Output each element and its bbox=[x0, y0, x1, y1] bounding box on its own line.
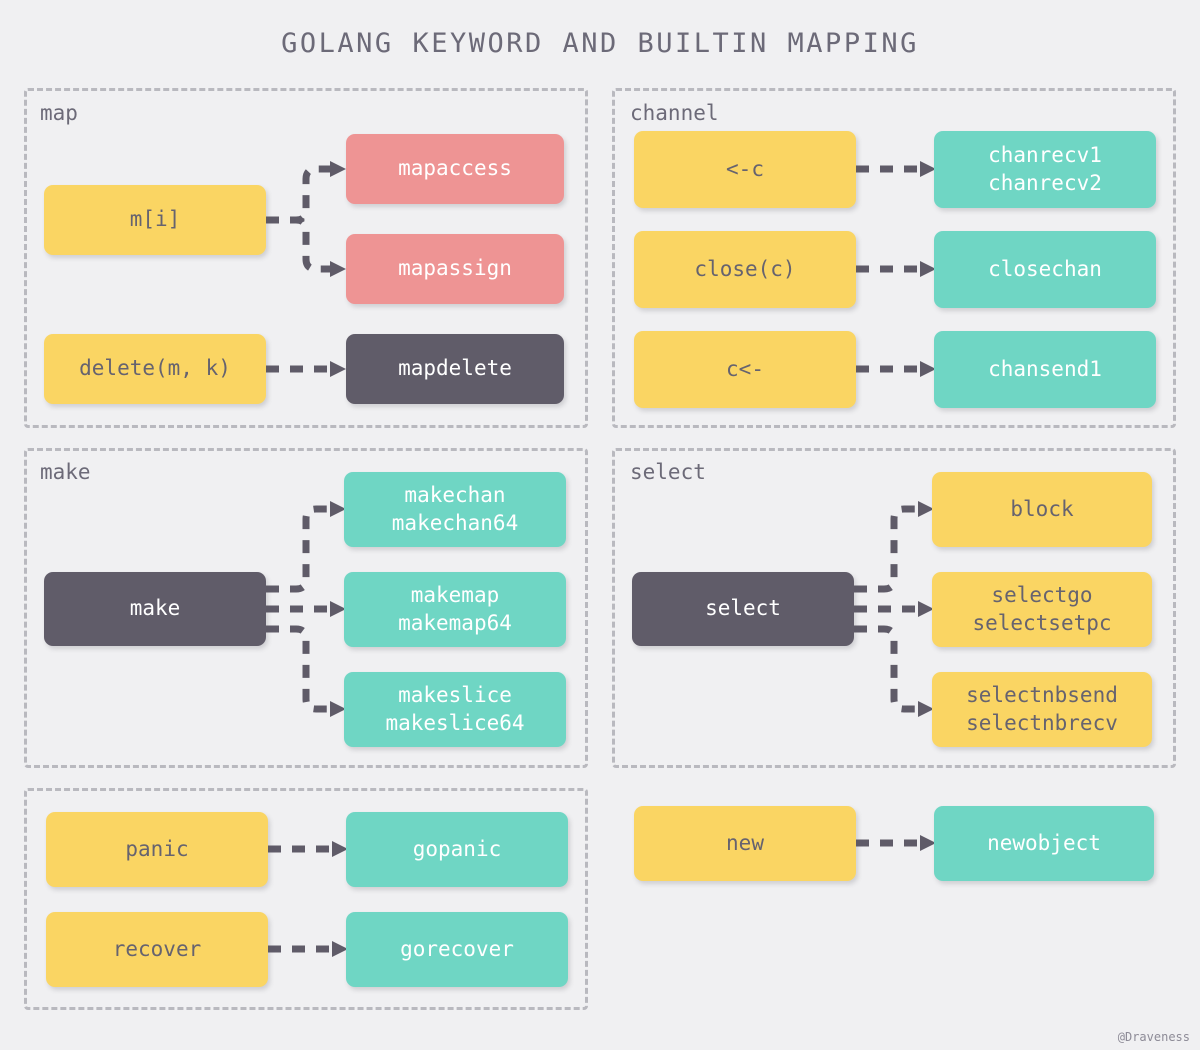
node-m-index[interactable]: m[i] bbox=[44, 185, 266, 255]
node-label: c<- bbox=[726, 356, 764, 381]
node-label-line1: selectgo bbox=[991, 583, 1093, 608]
node-newobject[interactable]: newobject bbox=[934, 806, 1154, 881]
node-label: mapdelete bbox=[398, 356, 512, 381]
group-label-map: map bbox=[40, 101, 78, 125]
node-delete[interactable]: delete(m, k) bbox=[44, 334, 266, 404]
node-label-line1: makechan bbox=[404, 483, 506, 508]
group-select bbox=[612, 448, 1176, 768]
node-label: recover bbox=[112, 936, 202, 961]
node-makechan[interactable]: makechan makechan64 bbox=[344, 472, 566, 547]
node-label: newobject bbox=[987, 830, 1101, 855]
node-selectgo[interactable]: selectgo selectsetpc bbox=[932, 572, 1152, 647]
node-label: m[i] bbox=[129, 207, 181, 232]
node-new[interactable]: new bbox=[634, 806, 856, 881]
node-label: block bbox=[1010, 496, 1074, 521]
node-makemap[interactable]: makemap makemap64 bbox=[344, 572, 566, 647]
node-mapdelete[interactable]: mapdelete bbox=[346, 334, 564, 404]
node-label: new bbox=[726, 830, 764, 855]
node-label: closechan bbox=[988, 256, 1102, 281]
node-label: mapaccess bbox=[398, 156, 512, 181]
node-label: gopanic bbox=[412, 836, 502, 861]
node-block[interactable]: block bbox=[932, 472, 1152, 547]
node-chanrecv[interactable]: chanrecv1 chanrecv2 bbox=[934, 131, 1156, 208]
node-select[interactable]: select bbox=[632, 572, 854, 646]
page-title: GOLANG KEYWORD AND BUILTIN MAPPING bbox=[281, 28, 919, 59]
node-label-line1: makemap bbox=[410, 583, 500, 608]
group-map bbox=[24, 88, 588, 428]
node-label: make bbox=[129, 596, 181, 621]
node-c-send[interactable]: c<- bbox=[634, 331, 856, 408]
group-make bbox=[24, 448, 588, 768]
node-label-line2: makemap64 bbox=[398, 610, 512, 635]
node-label-line1: selectnbsend bbox=[966, 683, 1118, 708]
node-label-line1: makeslice bbox=[398, 683, 512, 708]
node-mapaccess[interactable]: mapaccess bbox=[346, 134, 564, 204]
node-chansend1[interactable]: chansend1 bbox=[934, 331, 1156, 408]
node-selectnb[interactable]: selectnbsend selectnbrecv bbox=[932, 672, 1152, 747]
node-panic[interactable]: panic bbox=[46, 812, 268, 887]
group-label-channel: channel bbox=[630, 101, 719, 125]
node-label: chansend1 bbox=[988, 356, 1102, 381]
group-channel bbox=[612, 88, 1176, 428]
node-makeslice[interactable]: makeslice makeslice64 bbox=[344, 672, 566, 747]
node-label-line2: selectsetpc bbox=[972, 610, 1112, 635]
node-make[interactable]: make bbox=[44, 572, 266, 646]
node-label: close(c) bbox=[694, 256, 796, 281]
node-closechan[interactable]: closechan bbox=[934, 231, 1156, 308]
group-label-select: select bbox=[630, 460, 706, 484]
node-close-c[interactable]: close(c) bbox=[634, 231, 856, 308]
watermark: @Draveness bbox=[1117, 1030, 1190, 1044]
node-label: mapassign bbox=[398, 256, 512, 281]
node-gopanic[interactable]: gopanic bbox=[346, 812, 568, 887]
node-label: <-c bbox=[726, 156, 764, 181]
node-recover[interactable]: recover bbox=[46, 912, 268, 987]
node-label: select bbox=[705, 596, 781, 621]
node-gorecover[interactable]: gorecover bbox=[346, 912, 568, 987]
node-recv-c[interactable]: <-c bbox=[634, 131, 856, 208]
group-panic bbox=[24, 788, 588, 1010]
node-label: delete(m, k) bbox=[79, 356, 231, 381]
group-label-make: make bbox=[40, 460, 91, 484]
node-label: gorecover bbox=[400, 936, 514, 961]
node-label-line2: chanrecv2 bbox=[988, 170, 1102, 195]
node-label-line2: makechan64 bbox=[391, 510, 519, 535]
node-label-line2: selectnbrecv bbox=[966, 710, 1118, 735]
node-label-line2: makeslice64 bbox=[385, 710, 525, 735]
node-label-line1: chanrecv1 bbox=[988, 143, 1102, 168]
node-label: panic bbox=[125, 836, 189, 861]
node-mapassign[interactable]: mapassign bbox=[346, 234, 564, 304]
